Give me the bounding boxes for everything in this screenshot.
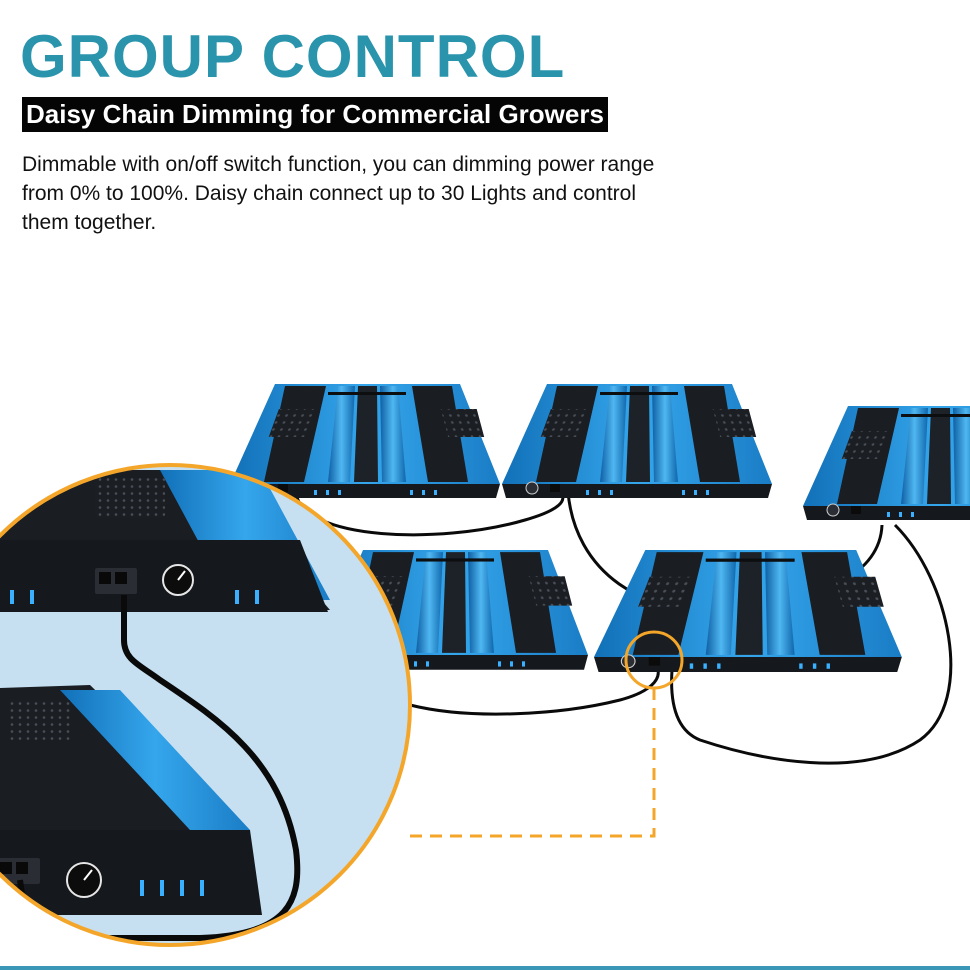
callout-connector bbox=[404, 688, 656, 838]
page-title: GROUP CONTROL bbox=[20, 23, 566, 90]
grow-light-fixture bbox=[593, 549, 903, 673]
zoom-callout-circle bbox=[0, 463, 412, 947]
feature-description: Dimmable with on/off switch function, yo… bbox=[22, 153, 655, 234]
grow-light-fixture bbox=[802, 405, 970, 521]
grow-light-fixture bbox=[229, 383, 501, 499]
page-subtitle: Daisy Chain Dimming for Commercial Growe… bbox=[22, 97, 608, 132]
grow-light-fixture bbox=[501, 383, 773, 499]
bottom-divider bbox=[0, 966, 970, 970]
